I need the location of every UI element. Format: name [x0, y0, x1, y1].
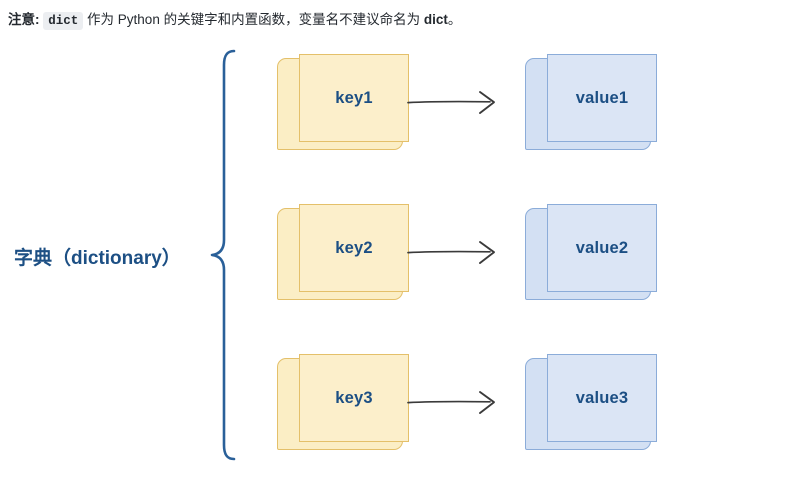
dictionary-label: 字典（dictionary） [14, 248, 181, 269]
right-arrow-icon [404, 84, 514, 120]
right-arrow-icon [404, 384, 514, 420]
book-front-face [299, 204, 409, 292]
book-front-face [547, 354, 657, 442]
kv-row: key3 value3 [0, 354, 792, 454]
note-suffix: 。 [447, 12, 462, 27]
book-front-face [547, 204, 657, 292]
kv-row: key2 value2 [0, 204, 792, 304]
book-front-face [299, 54, 409, 142]
note-emphasis: dict [423, 12, 448, 27]
right-arrow-icon [404, 234, 514, 270]
key-book[interactable]: key3 [275, 354, 409, 454]
note-prefix: 注意: [8, 12, 40, 27]
key-book[interactable]: key1 [275, 54, 409, 154]
note-inline-code: dict [43, 12, 84, 30]
left-curly-brace-icon [190, 48, 244, 472]
kv-row: key1 value1 [0, 54, 792, 154]
value-book[interactable]: value3 [523, 354, 657, 454]
value-book[interactable]: value2 [523, 204, 657, 304]
value-book[interactable]: value1 [523, 54, 657, 154]
book-front-face [547, 54, 657, 142]
key-book[interactable]: key2 [275, 204, 409, 304]
note-line: 注意: dict 作为 Python 的关键字和内置函数，变量名不建议命名为 d… [8, 9, 778, 31]
book-front-face [299, 354, 409, 442]
note-middle-text: 作为 Python 的关键字和内置函数，变量名不建议命名为 [87, 12, 421, 27]
